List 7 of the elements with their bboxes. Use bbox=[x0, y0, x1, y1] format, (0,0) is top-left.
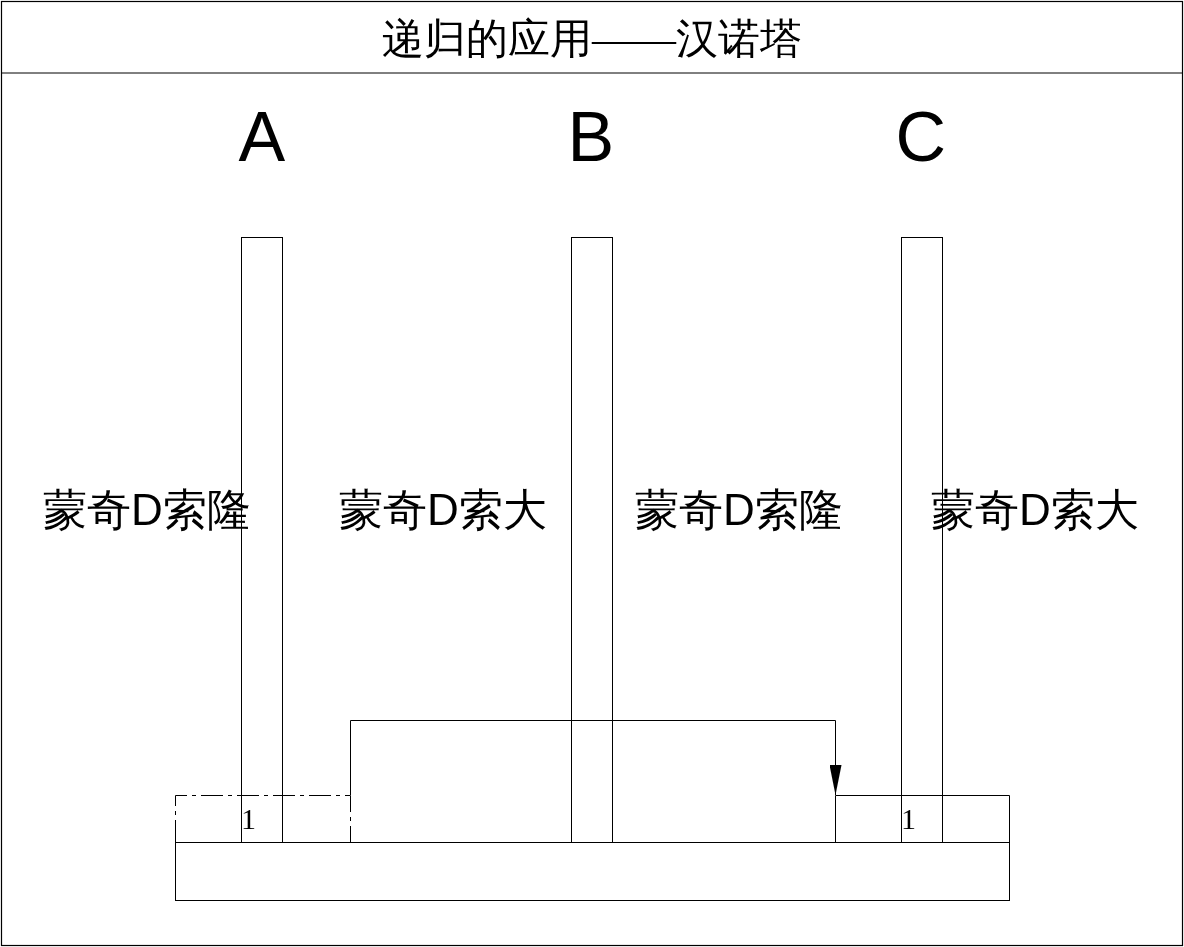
peg-label: B bbox=[567, 102, 615, 172]
peg-label: C bbox=[895, 102, 947, 172]
title: 递归的应用——汉诺塔 bbox=[381, 18, 803, 60]
character-name: 蒙奇D索隆 bbox=[635, 488, 843, 532]
arrow bbox=[350, 720, 842, 796]
character-name: 蒙奇D索大 bbox=[339, 488, 547, 532]
peg-label: A bbox=[238, 102, 286, 172]
